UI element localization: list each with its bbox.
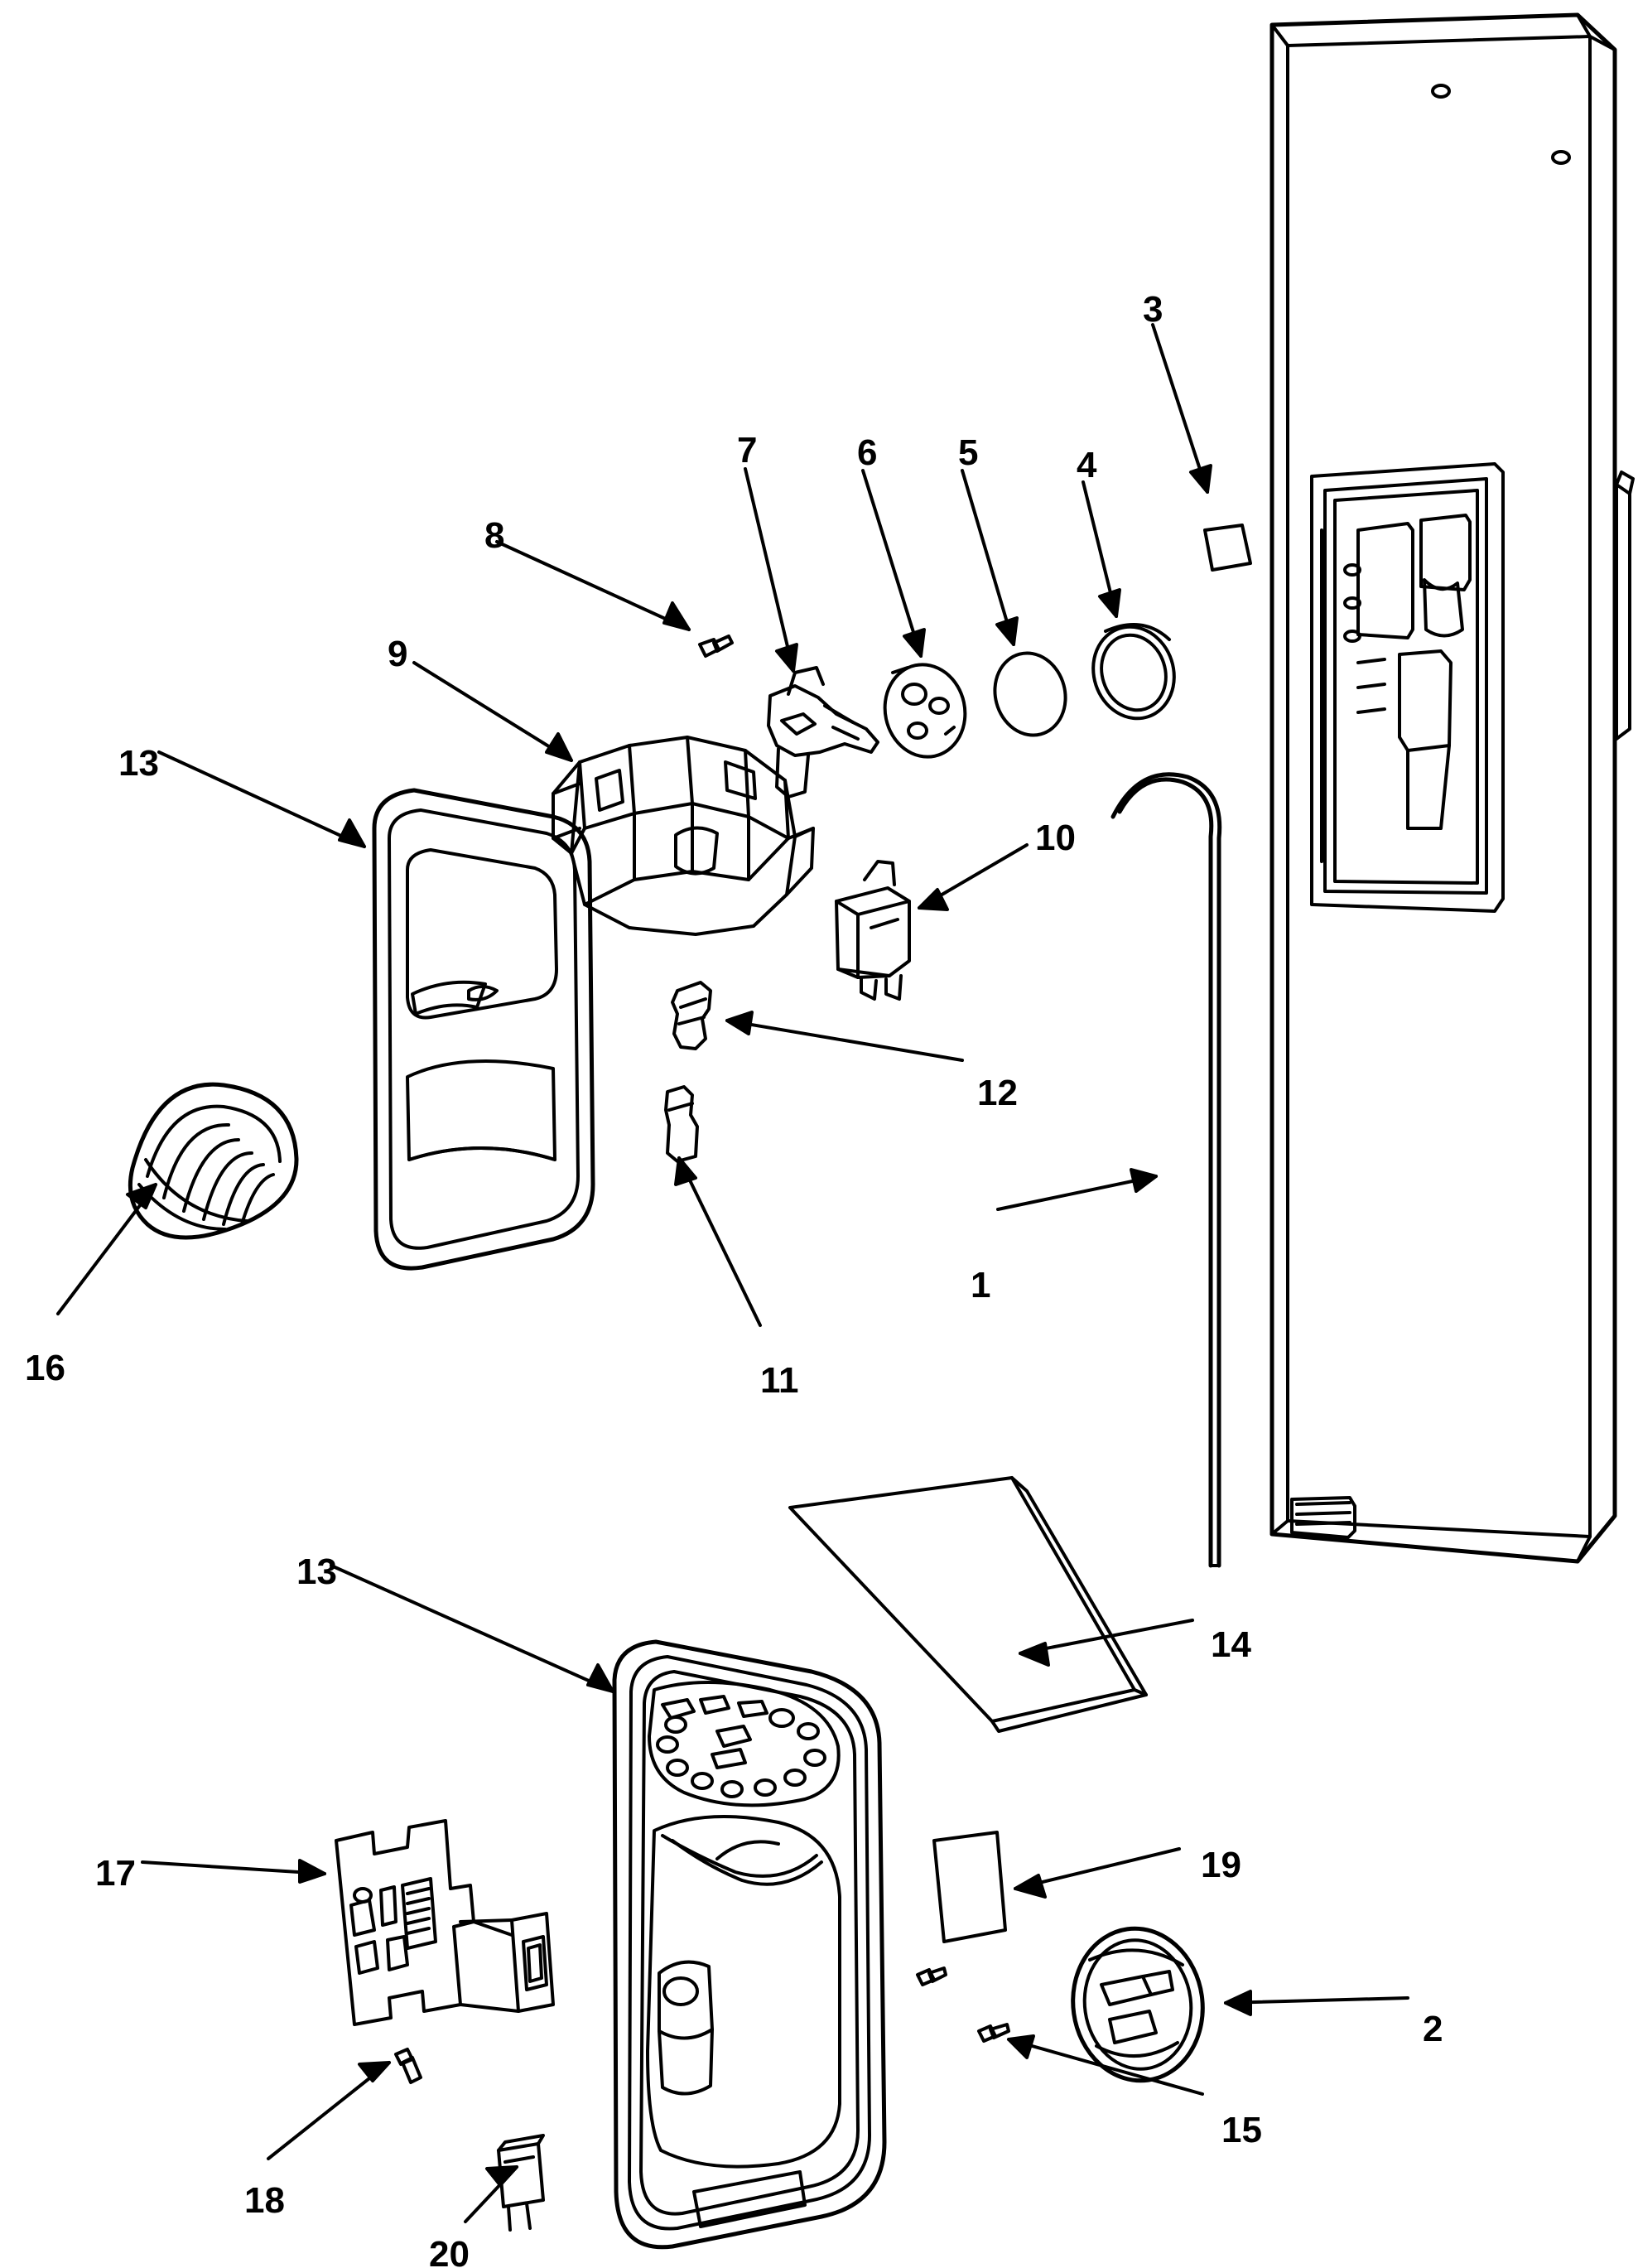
part-14-insert-panel bbox=[788, 1476, 1148, 1733]
callout-17: 17 bbox=[95, 1853, 136, 1894]
callout-12: 12 bbox=[977, 1073, 1018, 1113]
callout-13-lower: 13 bbox=[296, 1551, 337, 1592]
screw-mid bbox=[916, 1966, 947, 1986]
part-16-drip-tray bbox=[128, 1082, 299, 1240]
callout-15: 15 bbox=[1221, 2110, 1262, 2150]
part-9-dispenser-housing bbox=[552, 736, 815, 936]
part-4-lens-ring bbox=[1091, 623, 1176, 721]
part-12-plunger bbox=[671, 981, 712, 1050]
part-13-front-panel-upper bbox=[372, 788, 595, 1271]
part-17-control-board bbox=[335, 1819, 555, 2026]
callout-18: 18 bbox=[244, 2180, 285, 2221]
callout-5: 5 bbox=[958, 432, 979, 473]
callout-7: 7 bbox=[737, 430, 758, 470]
part-6-socket bbox=[883, 663, 967, 759]
callout-4: 4 bbox=[1077, 445, 1097, 485]
callout-14: 14 bbox=[1211, 1624, 1251, 1665]
part-2-auger-cap bbox=[1071, 1926, 1205, 2083]
part-20-capacitor bbox=[497, 2134, 545, 2232]
leader-lines bbox=[56, 323, 1409, 2223]
part-3-plate bbox=[1203, 524, 1252, 572]
callout-3: 3 bbox=[1143, 289, 1163, 330]
part-19-label-plate bbox=[932, 1831, 1007, 1943]
callout-13-upper: 13 bbox=[118, 743, 159, 784]
callout-10: 10 bbox=[1035, 818, 1076, 858]
part-1-water-tube bbox=[1110, 772, 1222, 1568]
callout-11: 11 bbox=[760, 1360, 799, 1401]
callout-2: 2 bbox=[1423, 2009, 1443, 2049]
part-18-screw bbox=[394, 2048, 422, 2084]
freezer-door-outer-panel bbox=[1269, 12, 1635, 1564]
callout-1: 1 bbox=[971, 1265, 991, 1305]
callout-8: 8 bbox=[484, 515, 505, 556]
part-10-solenoid bbox=[835, 860, 911, 1001]
callout-9: 9 bbox=[388, 634, 408, 674]
callout-6: 6 bbox=[857, 432, 878, 473]
callout-16: 16 bbox=[25, 1348, 65, 1388]
part-8-screw bbox=[698, 635, 734, 658]
part-7-actuator bbox=[767, 666, 879, 799]
part-15-screw bbox=[977, 2023, 1010, 2043]
callout-20: 20 bbox=[429, 2234, 470, 2268]
part-13-front-panel-lower bbox=[612, 1639, 887, 2250]
part-11-spring-pin bbox=[664, 1085, 699, 1163]
part-5-lens bbox=[993, 651, 1067, 737]
callout-19: 19 bbox=[1201, 1845, 1241, 1885]
